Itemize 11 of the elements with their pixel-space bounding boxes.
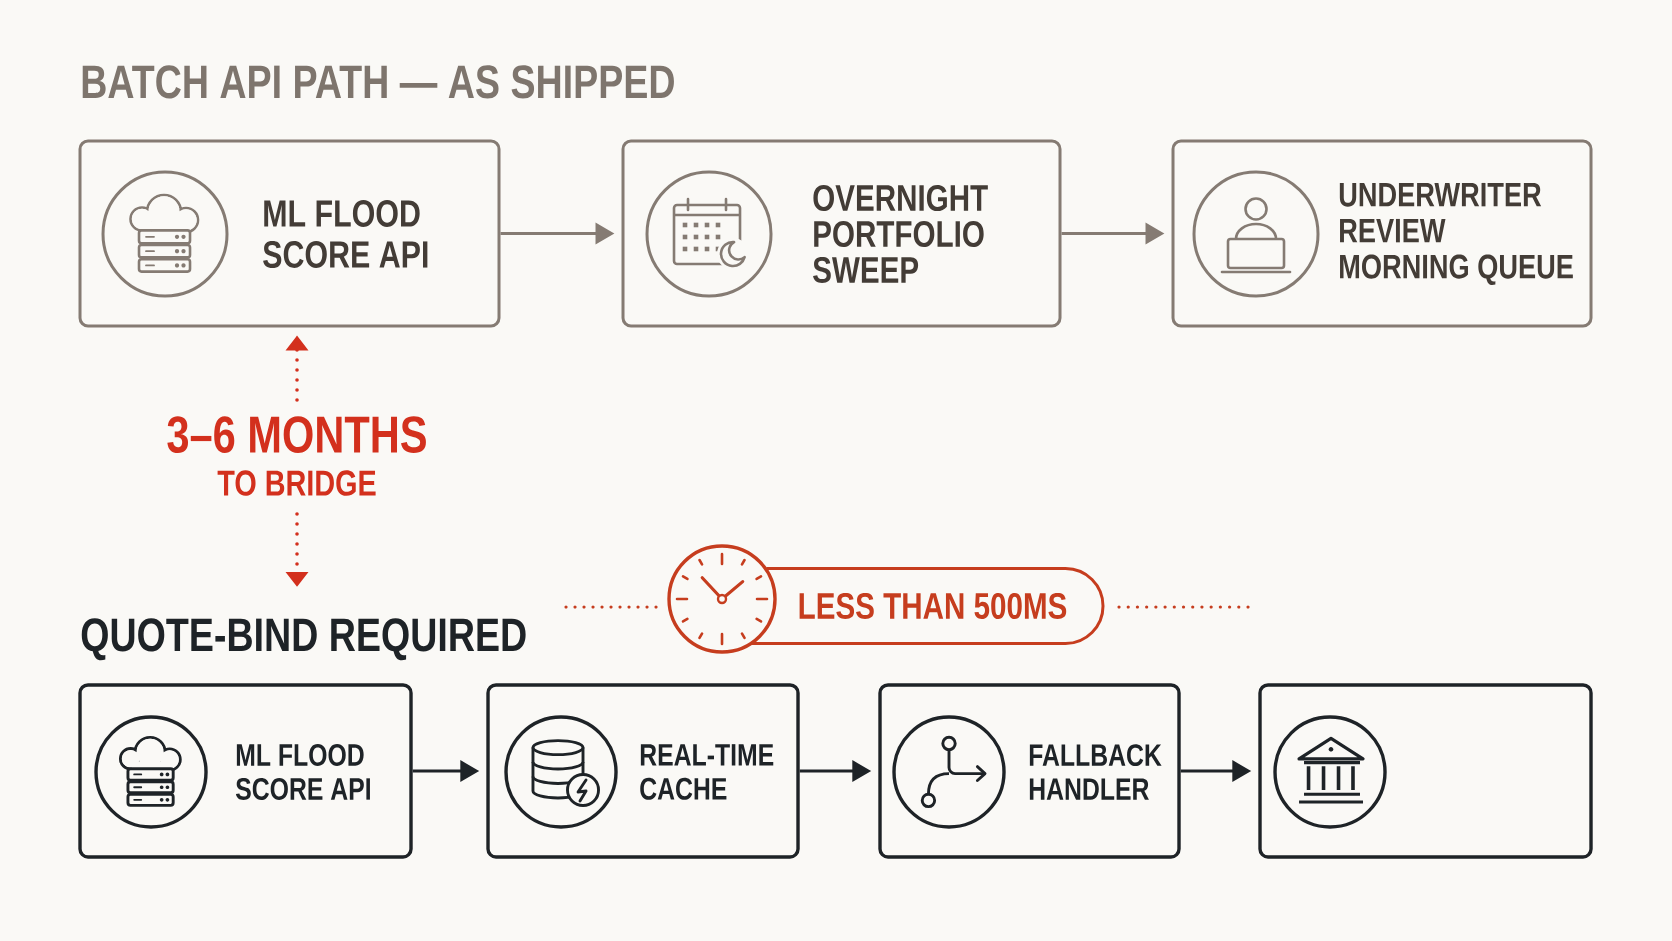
process-box: OVERNIGHT PORTFOLIO SWEEP [621, 139, 1062, 328]
callout-text: 3–6 MONTHS TO BRIDGE [167, 416, 426, 496]
process-box: REAL-TIME CACHE [486, 683, 800, 859]
heading: BATCH API PATH — AS SHIPPED [82, 65, 674, 99]
process-box: UNDERWRITER REVIEW MORNING QUEUE [1171, 139, 1593, 328]
process-box [1258, 683, 1593, 859]
process-box: FALLBACK HANDLER [878, 683, 1181, 859]
heading: QUOTE-BIND REQUIRED [81, 618, 526, 661]
process-box: ML FLOOD SCORE API [78, 683, 413, 859]
badge: LESS THAN 500MS [751, 567, 1105, 645]
process-box: ML FLOOD SCORE API [78, 139, 501, 328]
